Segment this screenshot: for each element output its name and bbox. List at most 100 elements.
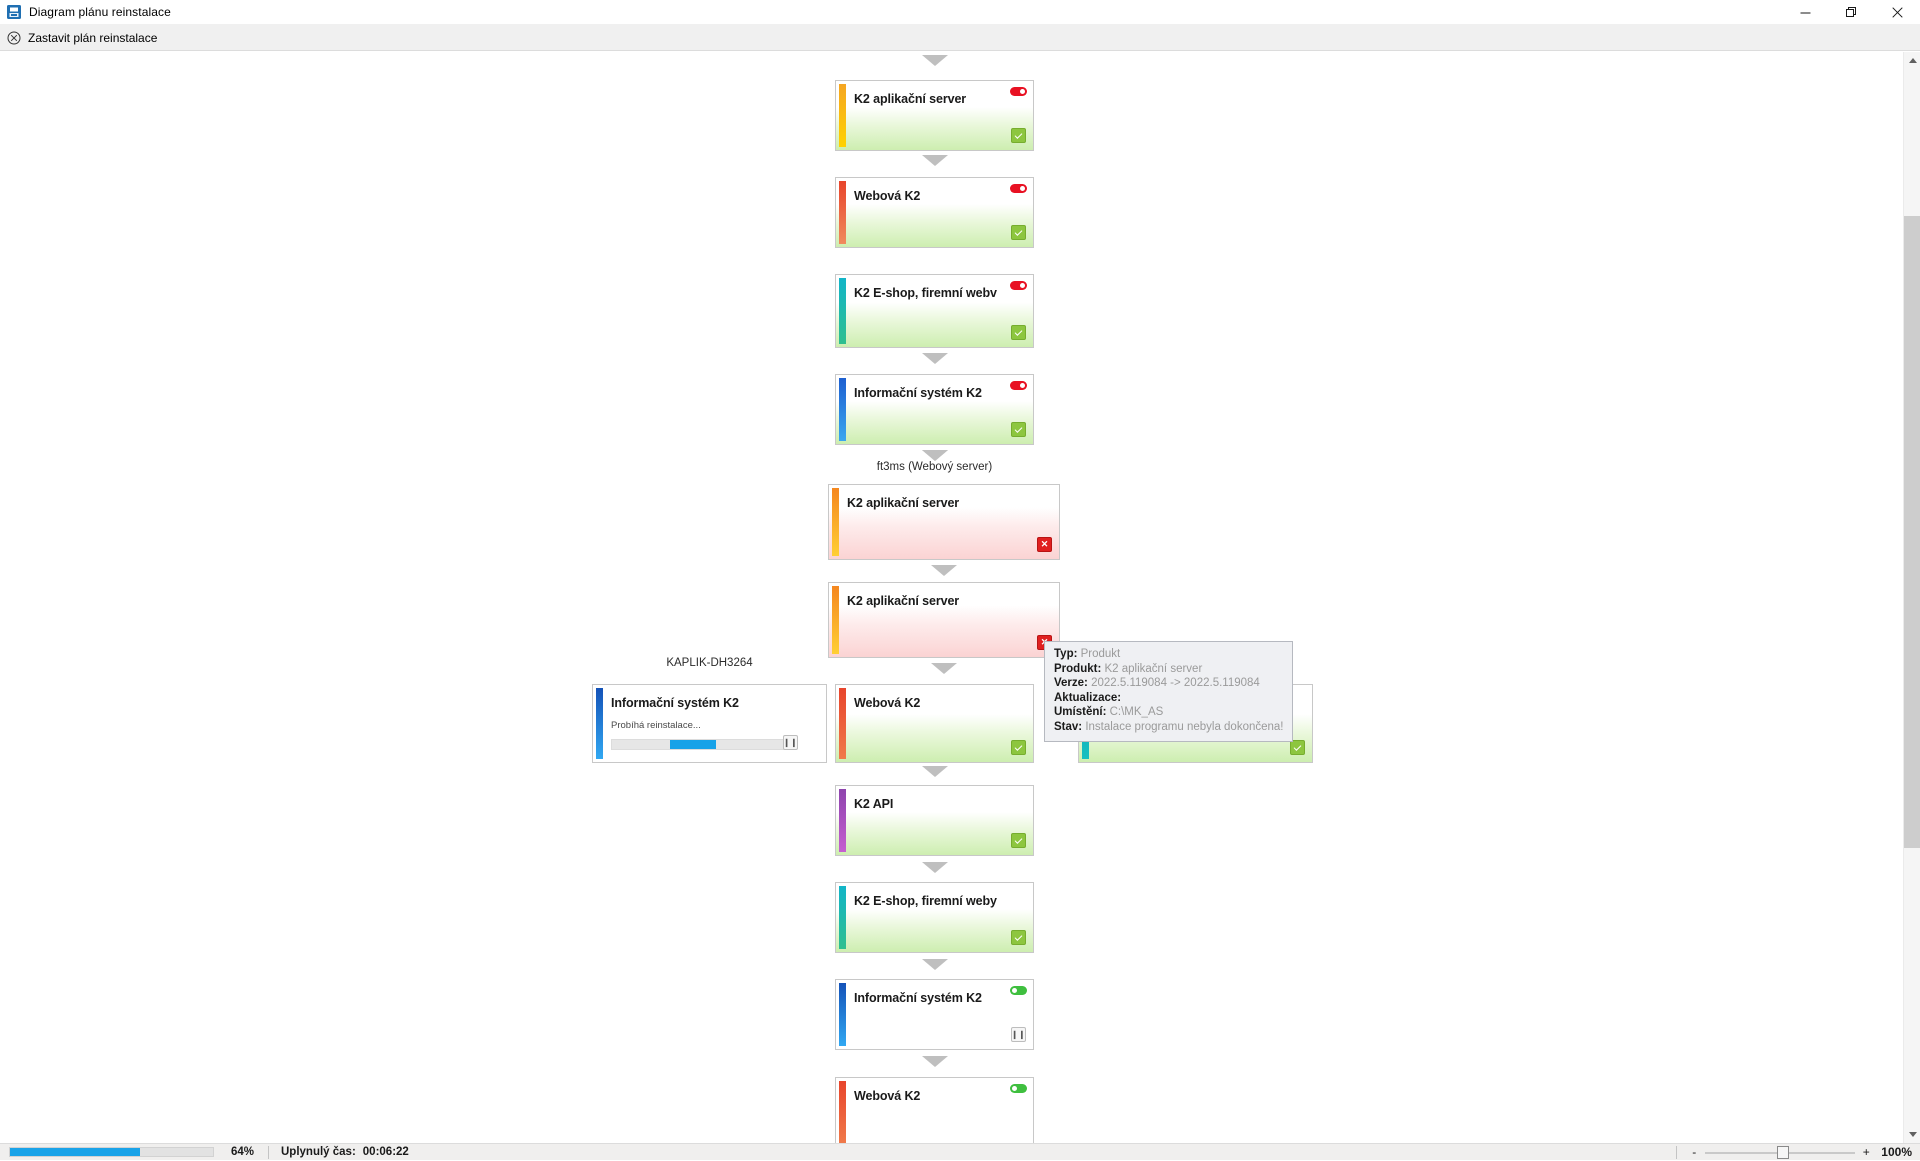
node-enabled-toggle[interactable]: [1010, 281, 1027, 290]
diagram-node[interactable]: Webová K2: [835, 177, 1034, 248]
node-enabled-toggle[interactable]: [1010, 1084, 1027, 1093]
node-title: Informační systém K2: [611, 696, 800, 711]
tooltip-row: Typ: Produkt: [1054, 647, 1283, 662]
check-icon: [1015, 743, 1023, 751]
diagram-node[interactable]: Informační systém K2: [835, 374, 1034, 445]
node-enabled-toggle[interactable]: [1010, 184, 1027, 193]
stop-reinstall-plan-button[interactable]: Zastavit plán reinstalace: [0, 26, 165, 50]
pause-icon: ❙❙: [783, 738, 797, 747]
flow-arrow-icon: [931, 565, 957, 576]
stop-circle-icon: [7, 31, 21, 45]
caret-down-icon[interactable]: [1904, 1126, 1920, 1143]
node-progress-fill: [670, 740, 716, 749]
diagram-node[interactable]: K2 E-shop, firemní webv: [835, 274, 1034, 348]
node-enabled-toggle[interactable]: [1010, 87, 1027, 96]
node-title: Webová K2: [854, 189, 1007, 204]
tooltip-key: Verze:: [1054, 677, 1088, 689]
node-title: Webová K2: [854, 696, 1007, 711]
check-icon: [1015, 328, 1023, 336]
diagram-node[interactable]: K2 aplikační server✕: [828, 484, 1060, 560]
tooltip-key: Umístění:: [1054, 706, 1106, 718]
tooltip-value: K2 aplikační server: [1101, 663, 1202, 675]
elapsed-time-value: 00:06:22: [363, 1146, 409, 1158]
tooltip-row: Produkt: K2 aplikační server: [1054, 662, 1283, 677]
check-icon: [1015, 836, 1023, 844]
diagram-node[interactable]: Webová K2: [835, 684, 1034, 763]
check-icon: [1015, 425, 1023, 433]
zoom-slider-thumb[interactable]: [1777, 1146, 1789, 1159]
group-label: ft3ms (Webový server): [825, 461, 1045, 473]
toggle-knob: [1020, 283, 1025, 288]
restore-icon[interactable]: [1828, 0, 1874, 25]
node-accent-bar: [839, 378, 846, 441]
toggle-knob: [1020, 186, 1025, 191]
node-title: K2 E-shop, firemní weby: [854, 894, 1007, 909]
tooltip-row: Aktualizace:: [1054, 691, 1283, 706]
node-progress-bar: [611, 739, 789, 750]
zoom-in-button[interactable]: +: [1861, 1145, 1871, 1159]
group-label: KAPLIK-DH3264: [600, 657, 820, 669]
diagram-node[interactable]: K2 API: [835, 785, 1034, 856]
tooltip-value: C:\MK_AS: [1106, 706, 1163, 718]
flow-arrow-icon: [922, 959, 948, 970]
vertical-scrollbar[interactable]: [1903, 52, 1920, 1143]
tooltip-key: Typ:: [1054, 648, 1077, 660]
diagram-node[interactable]: K2 aplikační server: [835, 80, 1034, 151]
tooltip-row: Verze: 2022.5.119084 -> 2022.5.119084: [1054, 676, 1283, 691]
window-title: Diagram plánu reinstalace: [29, 5, 171, 19]
diagram-node[interactable]: Webová K2: [835, 1077, 1034, 1143]
status-badge-success: [1011, 740, 1026, 755]
tooltip-key: Aktualizace:: [1054, 692, 1121, 704]
scroll-thumb[interactable]: [1904, 216, 1920, 848]
flow-arrow-icon: [922, 155, 948, 166]
minimize-icon[interactable]: [1782, 0, 1828, 25]
zoom-out-button[interactable]: -: [1689, 1145, 1699, 1159]
status-badge-success: [1011, 833, 1026, 848]
node-title: K2 API: [854, 797, 1007, 812]
flow-arrow-icon: [922, 55, 948, 66]
close-icon[interactable]: [1874, 0, 1920, 25]
tooltip-row: Umístění: C:\MK_AS: [1054, 705, 1283, 720]
node-accent-bar: [832, 586, 839, 654]
zoom-percent-label: 100%: [1881, 1145, 1912, 1159]
zoom-control[interactable]: - + 100%: [1676, 1144, 1920, 1161]
check-icon: [1015, 131, 1023, 139]
flow-arrow-icon: [922, 353, 948, 364]
tooltip-value: Instalace programu nebyla dokončena!: [1082, 721, 1283, 733]
diagram-node[interactable]: K2 E-shop, firemní weby: [835, 882, 1034, 953]
status-badge-success: [1011, 225, 1026, 240]
node-enabled-toggle[interactable]: [1010, 986, 1027, 995]
zoom-divider: [1676, 1146, 1677, 1159]
node-title: K2 aplikační server: [847, 496, 1033, 511]
node-title: Webová K2: [854, 1089, 1007, 1104]
status-badge-success: [1011, 128, 1026, 143]
zoom-slider[interactable]: [1705, 1146, 1855, 1159]
flow-arrow-icon: [922, 766, 948, 777]
node-accent-bar: [839, 688, 846, 759]
elapsed-time-label: Uplynulý čas:: [281, 1146, 356, 1158]
flow-arrow-icon: [922, 862, 948, 873]
toggle-knob: [1020, 383, 1025, 388]
status-badge-success: [1011, 930, 1026, 945]
node-enabled-toggle[interactable]: [1010, 381, 1027, 390]
pause-button[interactable]: ❙❙: [1011, 1027, 1026, 1042]
node-title: Informační systém K2: [854, 386, 1007, 401]
diagram-app-icon: [6, 4, 22, 20]
overall-progress-percent: 64%: [224, 1146, 254, 1158]
node-accent-bar: [839, 886, 846, 949]
status-badge-success: [1011, 325, 1026, 340]
status-bar: 64% Uplynulý čas: 00:06:22 - + 100%: [0, 1143, 1920, 1160]
tooltip-value: Produkt: [1077, 648, 1120, 660]
pause-button[interactable]: ❙❙: [783, 735, 798, 750]
flow-arrow-icon: [922, 1056, 948, 1067]
toolbar: Zastavit plán reinstalace: [0, 25, 1920, 51]
tooltip-value: 2022.5.119084 -> 2022.5.119084: [1088, 677, 1260, 689]
tooltip-key: Stav:: [1054, 721, 1082, 733]
caret-up-icon[interactable]: [1904, 52, 1920, 69]
diagram-node[interactable]: K2 aplikační server✕: [828, 582, 1060, 658]
diagram-node[interactable]: Informační systém K2❙❙: [835, 979, 1034, 1050]
